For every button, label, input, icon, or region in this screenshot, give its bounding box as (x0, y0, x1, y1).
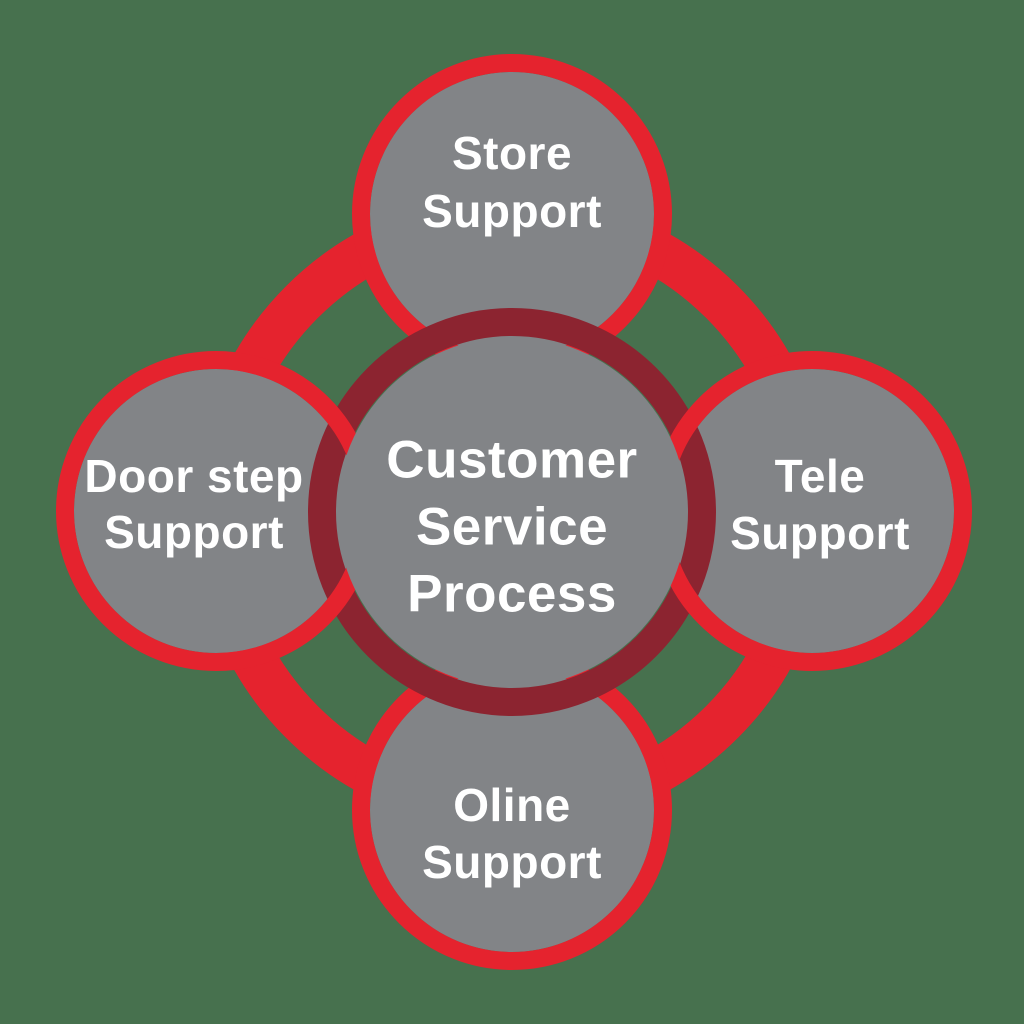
center-label-line3: Process (407, 565, 617, 624)
oline-support-circle (370, 668, 654, 952)
store-support-label-line1: Store (452, 127, 572, 179)
center-maroon-ring (308, 308, 716, 716)
oline-support-label-line2: Support (422, 836, 602, 888)
doorstep-support-circle (74, 369, 358, 653)
store-support-label-line2: Support (422, 185, 602, 237)
tele-support-circle (670, 369, 954, 653)
tele-support-label-line1: Tele (775, 450, 866, 502)
doorstep-support-label-line2: Support (104, 506, 284, 558)
center-label-line2: Service (416, 498, 608, 557)
center-label-line1: Customer (386, 431, 637, 490)
store-support-circle (370, 72, 654, 356)
tele-support-label-line2: Support (730, 507, 910, 559)
doorstep-support-label-line1: Door step (84, 450, 303, 502)
center-circle (337, 337, 687, 687)
oline-support-label-line1: Oline (453, 779, 571, 831)
